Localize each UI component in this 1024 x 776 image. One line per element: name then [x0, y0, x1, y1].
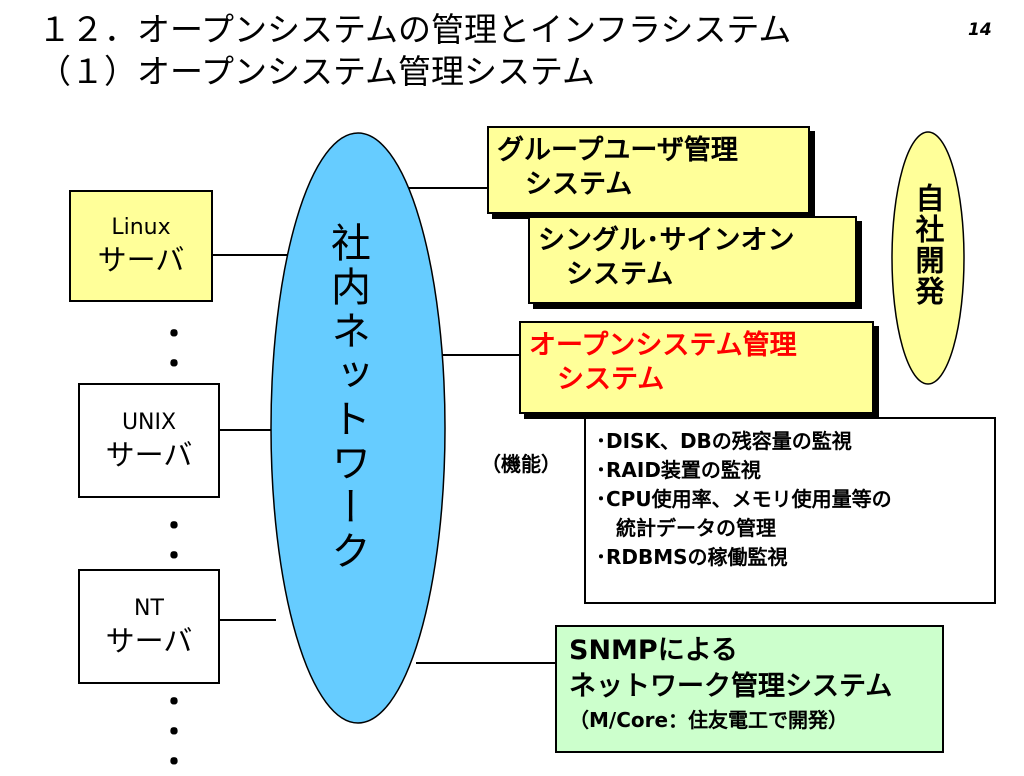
- in-house-label: 自社開発: [911, 183, 945, 307]
- group-user-system-line2: システム: [525, 169, 633, 200]
- nt-server-name: NT: [134, 595, 164, 621]
- unix-server: UNIX サーバ: [78, 383, 220, 498]
- open-system-management-line1: オープンシステム管理: [529, 330, 797, 361]
- group-user-system-line1: グループユーザ管理: [497, 135, 738, 166]
- function-item: ･CPU使用率、メモリ使用量等の統計データの管理: [596, 487, 892, 540]
- snmp-system-note: （M/Core：住友電工で開発）: [569, 708, 849, 732]
- functions-list: ･DISK、DBの残容量の監視 ･RAID装置の監視 ･CPU使用率、メモリ使用…: [596, 427, 994, 572]
- function-item: ･RAID装置の監視: [596, 458, 761, 482]
- open-system-management-line2: システム: [557, 364, 665, 395]
- in-house-ellipse: [891, 131, 965, 385]
- snmp-system-line1: SNMPによる: [569, 635, 738, 666]
- unix-server-name: UNIX: [121, 409, 177, 435]
- function-item: ･RDBMSの稼働監視: [596, 545, 788, 569]
- linux-server: Linux サーバ: [69, 190, 213, 302]
- unix-server-label: サーバ: [105, 437, 193, 472]
- functions-label: （機能）: [481, 452, 561, 476]
- single-signon-system-line2: システム: [566, 259, 674, 290]
- page-number: 14: [968, 20, 992, 40]
- function-item: ･DISK、DBの残容量の監視: [596, 429, 852, 453]
- network-shape: [270, 132, 446, 724]
- snmp-system-box: SNMPによる ネットワーク管理システム （M/Core：住友電工で開発）: [555, 625, 944, 753]
- group-user-system-box: グループユーザ管理 システム: [487, 126, 810, 214]
- network-label: 社内ネットワーク: [324, 222, 370, 574]
- slide-title-line1: １２．オープンシステムの管理とインフラシステム: [38, 10, 792, 49]
- single-signon-system-box: シングル･サインオン システム: [528, 216, 857, 304]
- nt-server: NT サーバ: [78, 569, 220, 684]
- slide-title-line2: （１）オープンシステム管理システム: [38, 52, 596, 91]
- single-signon-system-line1: シングル･サインオン: [538, 225, 795, 256]
- ellipsis-3: ・・・: [153, 686, 188, 776]
- linux-server-name: Linux: [111, 215, 171, 240]
- in-house-shape: [891, 131, 965, 385]
- open-system-management-box: オープンシステム管理 システム: [519, 321, 874, 414]
- snmp-system-line2: ネットワーク管理システム: [569, 671, 893, 702]
- functions-box: ･DISK、DBの残容量の監視 ･RAID装置の監視 ･CPU使用率、メモリ使用…: [584, 417, 996, 604]
- nt-server-label: サーバ: [105, 623, 193, 658]
- linux-server-label: サーバ: [97, 243, 185, 277]
- network-ellipse: [270, 132, 446, 724]
